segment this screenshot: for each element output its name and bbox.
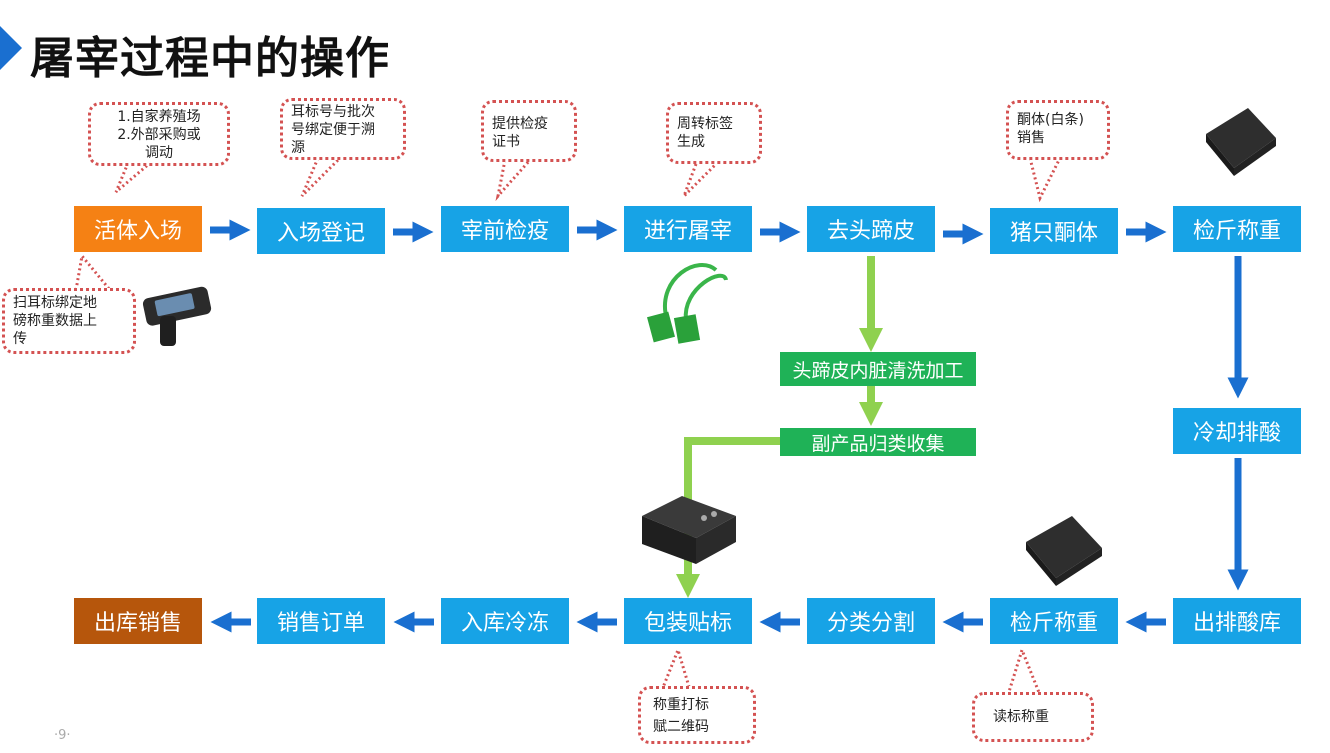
callout-carcass: 酮体(白条)销售: [1006, 100, 1110, 160]
rfid-reader-icon-2: [1026, 516, 1102, 586]
tail-eartag: [300, 156, 342, 198]
step-cooling-acid-removal: 冷却排酸: [1173, 408, 1301, 454]
page-title: 屠宰过程中的操作: [30, 33, 390, 84]
callout-eartag: 耳标号与批次号绑定便于溯源: [280, 98, 406, 160]
step-freeze-storage: 入库冷冻: [441, 598, 569, 644]
step-pack-label: 包装贴标: [624, 598, 752, 644]
callout-scan: 扫耳标绑定地磅称重数据上传: [2, 288, 136, 354]
callout-turnover: 周转标签生成: [666, 102, 762, 164]
step-live-entry: 活体入场: [74, 206, 202, 252]
title-marker: [0, 26, 22, 70]
page-number: ·9·: [54, 728, 71, 743]
step-sales-order: 销售订单: [257, 598, 385, 644]
tail-carcass: [1028, 157, 1062, 203]
step-exit-acid-storage: 出排酸库: [1173, 598, 1301, 644]
step-weighing-bottom: 检斤称重: [990, 598, 1118, 644]
tail-quarantine: [495, 159, 532, 202]
label-printer-icon: [642, 496, 736, 564]
callout-read: 读标称重: [972, 692, 1094, 742]
callout-quarantine: 提供检疫证书: [481, 100, 577, 162]
step-pig-carcass: 猪只酮体: [990, 208, 1118, 254]
step-slaughter: 进行屠宰: [624, 206, 752, 252]
step-outbound-sales: 出库销售: [74, 598, 202, 644]
byproduct-processing: 头蹄皮内脏清洗加工: [780, 352, 976, 386]
handheld-scanner-icon: [142, 286, 212, 346]
tail-read: [1006, 645, 1042, 696]
tail-label: [660, 645, 692, 691]
step-sort-cut: 分类分割: [807, 598, 935, 644]
rfid-reader-icon: [1206, 108, 1276, 176]
ear-tag-icon: [647, 263, 728, 344]
tail-turnover: [682, 162, 718, 198]
tail-source: [114, 161, 151, 194]
byproduct-collection: 副产品归类收集: [780, 428, 976, 456]
step-entry-registration: 入场登记: [257, 208, 385, 254]
step-weighing-top: 检斤称重: [1173, 206, 1301, 252]
step-pre-slaughter-quarantine: 宰前检疫: [441, 206, 569, 252]
step-remove-head-hoof-skin: 去头蹄皮: [807, 206, 935, 252]
callout-label: 称重打标赋二维码: [638, 686, 756, 744]
tail-scan: [74, 252, 112, 291]
